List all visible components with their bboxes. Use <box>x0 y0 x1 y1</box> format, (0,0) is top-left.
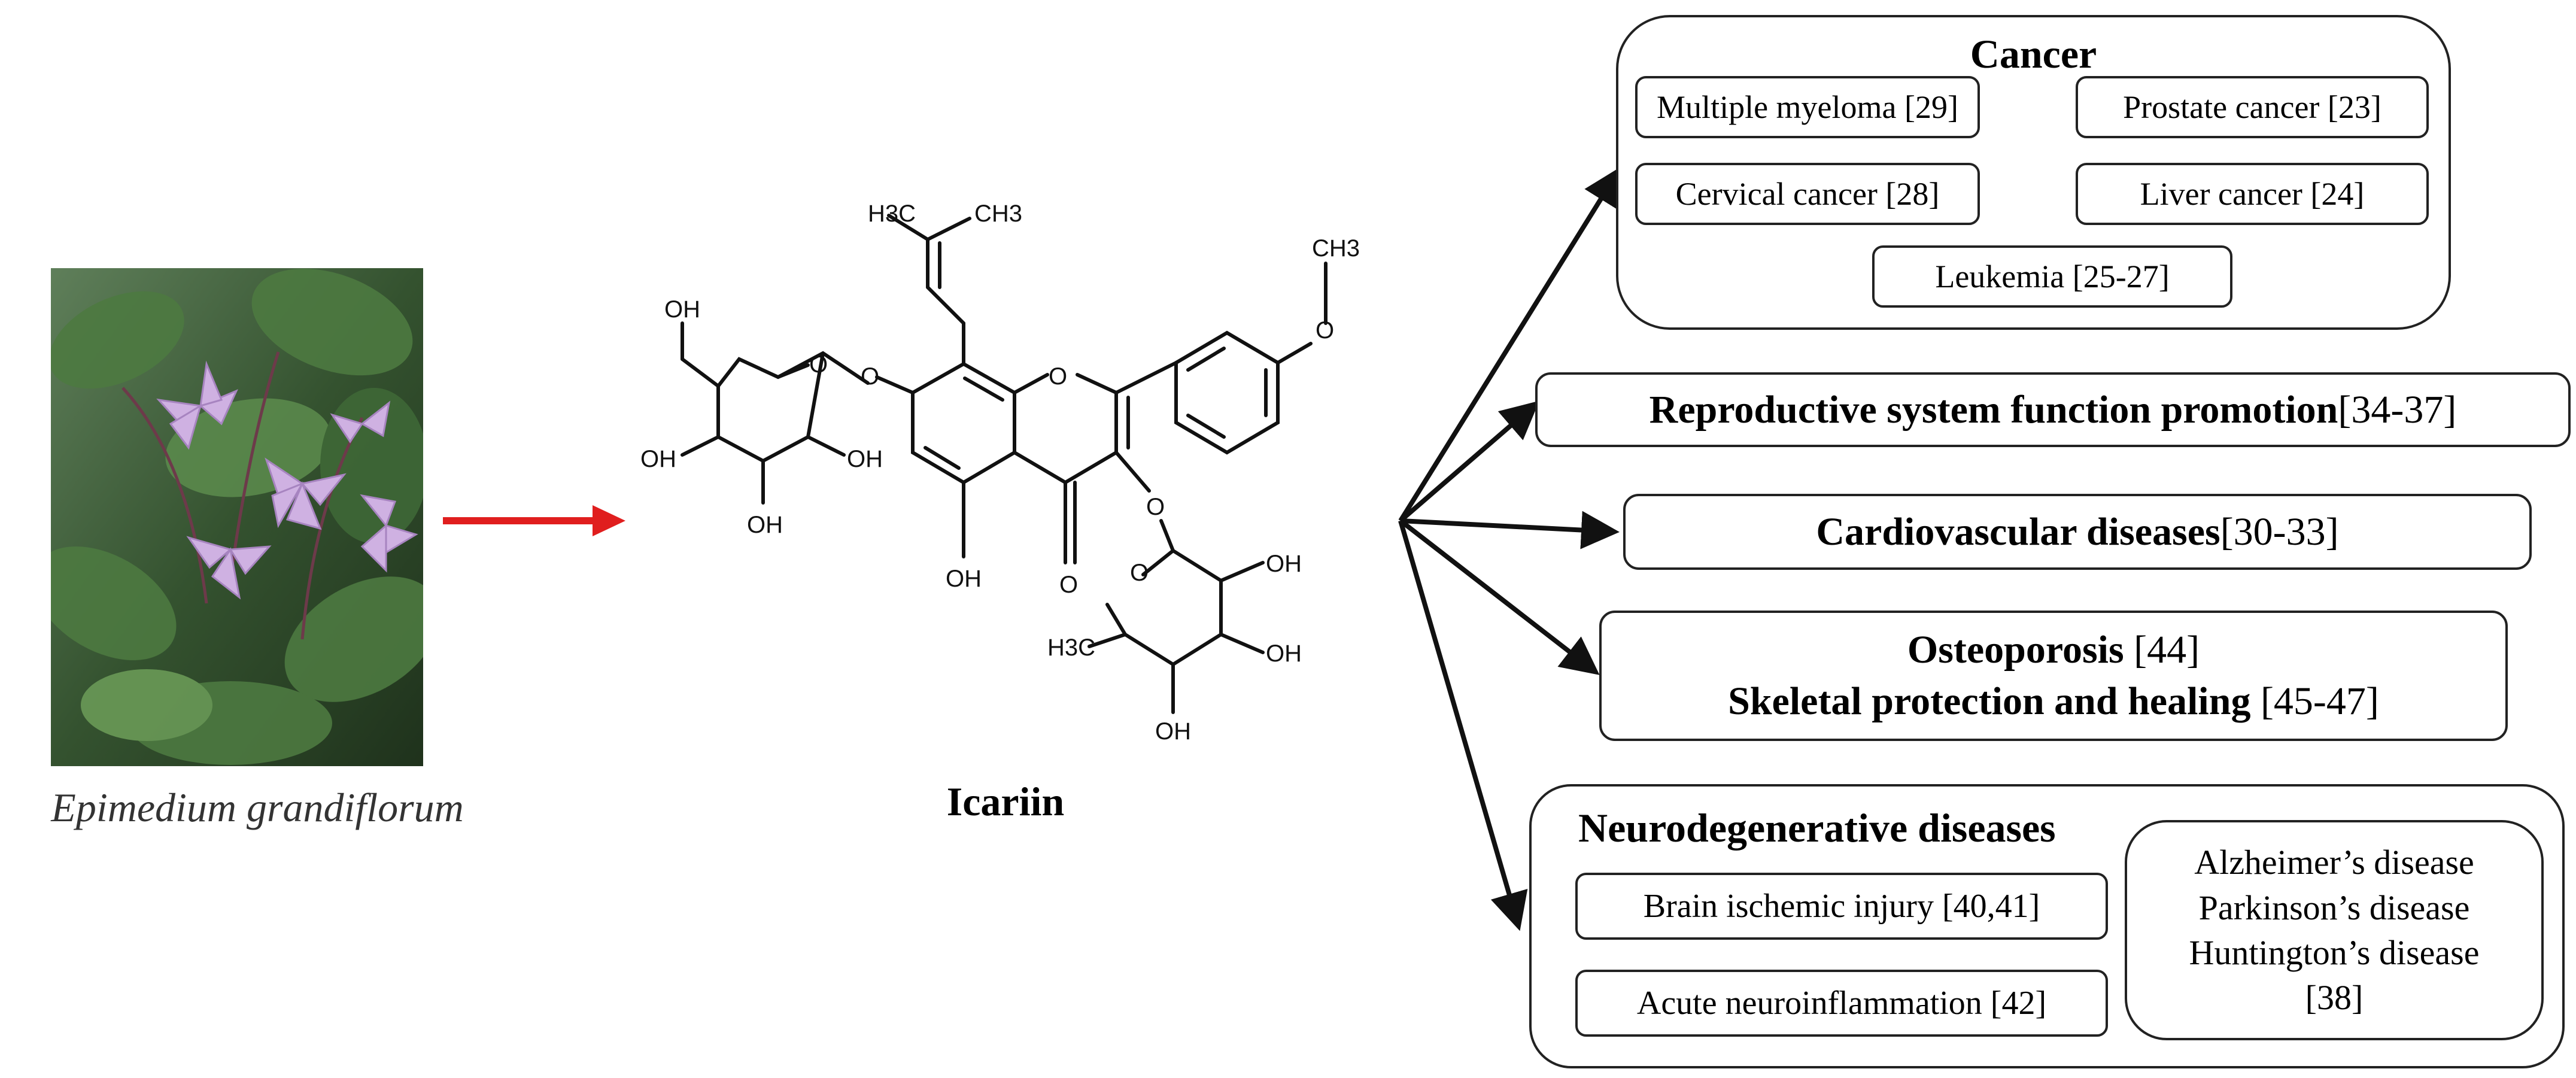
disease-alzheimers: Alzheimer’s disease <box>2194 843 2474 882</box>
osteo-line2-title: Skeletal protection and healing <box>1728 679 2251 723</box>
atom-o-glycoside: O <box>861 363 879 390</box>
atom-oh-rham-2: OH <box>1266 640 1302 667</box>
osteo-line-2: Skeletal protection and healing [45-47] <box>1728 676 2379 727</box>
arrow-to-cardio <box>1400 511 1620 549</box>
reproductive-ref: [34-37] <box>2338 387 2457 432</box>
atom-o-rhamnose-ring: O <box>1130 560 1149 586</box>
atom-o-rhamnoside: O <box>1146 494 1165 520</box>
disease-huntingtons: Huntington’s disease <box>2189 933 2480 972</box>
neuro-item-brain-ischemic: Brain ischemic injury [40,41] <box>1575 873 2108 940</box>
arrow-to-cancer <box>1398 166 1621 523</box>
disease-parkinsons: Parkinson’s disease <box>2198 888 2470 927</box>
cancer-item-multiple-myeloma: Multiple myeloma [29] <box>1635 76 1980 138</box>
cardio-title: Cardiovascular diseases <box>1816 509 2220 554</box>
atom-h3c-top: H3C <box>868 201 916 227</box>
cancer-item-cervical: Cervical cancer [28] <box>1635 163 1980 225</box>
arrow-to-osteo <box>1399 518 1600 675</box>
atom-oh-a-ring: OH <box>946 566 982 592</box>
atom-h3c-rham: H3C <box>1047 634 1095 661</box>
osteo-line1-ref: [44] <box>2124 628 2200 672</box>
compound-name: Icariin <box>946 779 1065 824</box>
osteo-line1-title: Osteoporosis <box>1907 628 2124 672</box>
cancer-item-prostate: Prostate cancer [23] <box>2076 76 2429 138</box>
osteo-line-1: Osteoporosis [44] <box>1907 624 2200 676</box>
icariin-structure: H3C CH3 CH3 O O O OH O O O OH OH OH H3C … <box>640 201 1360 745</box>
cancer-item-liver: Liver cancer [24] <box>2076 163 2429 225</box>
atom-o-methoxy: O <box>1316 317 1334 344</box>
neuro-title: Neurodegenerative diseases <box>1578 805 2056 851</box>
atom-ch3-methoxy: CH3 <box>1312 235 1360 262</box>
plant-illustration <box>51 268 423 766</box>
atom-oh-glc-1: OH <box>640 446 676 472</box>
cardio-ref: [30-33] <box>2220 509 2339 554</box>
disease-ref: [38] <box>2305 978 2364 1018</box>
cancer-item-leukemia: Leukemia [25-27] <box>1872 245 2232 308</box>
atom-oh-glc-ch2: OH <box>664 296 700 323</box>
reproductive-box: Reproductive system function promotion [… <box>1535 372 2571 447</box>
atom-o-ring: O <box>1049 363 1067 390</box>
atom-oh-glc-2: OH <box>747 512 783 538</box>
plant-caption: Epimedium grandiflorum <box>51 785 464 830</box>
reproductive-title: Reproductive system function promotion <box>1649 387 2338 432</box>
neuro-item-neuroinflammation: Acute neuroinflammation [42] <box>1575 970 2108 1037</box>
arrow-to-neuro <box>1398 520 1528 931</box>
atom-oh-glc-3: OH <box>847 446 883 472</box>
atom-o-ketone: O <box>1059 572 1078 598</box>
epimedium-photo <box>51 268 423 766</box>
atom-oh-rham-3: OH <box>1155 718 1191 745</box>
arrow-to-reproductive <box>1399 400 1540 523</box>
cardio-box: Cardiovascular diseases [30-33] <box>1623 494 2532 570</box>
osteo-line2-ref: [45-47] <box>2250 679 2379 723</box>
atom-oh-rham-1: OH <box>1266 551 1302 577</box>
cancer-title: Cancer <box>1970 31 2097 77</box>
red-arrow <box>443 505 625 536</box>
osteo-box: Osteoporosis [44] Skeletal protection an… <box>1599 611 2508 741</box>
atom-ch3-top: CH3 <box>974 201 1022 227</box>
atom-o-glucose-ring: O <box>809 351 828 378</box>
neuro-disease-list: Alzheimer’s disease Parkinson’s disease … <box>2125 820 2544 1040</box>
